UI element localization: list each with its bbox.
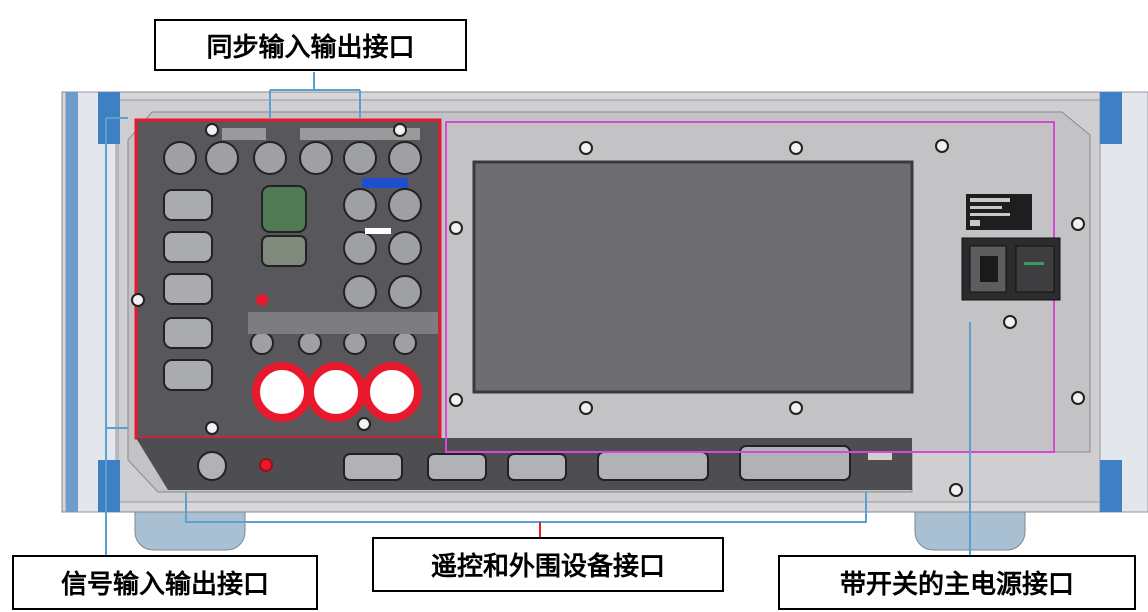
dsub-connectors-left [163, 189, 213, 391]
main-power-label: 带开关的主电源接口 [778, 555, 1136, 610]
display-screen [472, 160, 914, 394]
panel-screws [131, 123, 1085, 497]
signal-io-label: 信号输入输出接口 [12, 555, 318, 610]
right-rack-handle [1099, 91, 1148, 513]
dsub-connectors-mid [261, 185, 307, 267]
remote-peripheral-label: 遥控和外围设备接口 [372, 537, 724, 592]
leader-lines [105, 72, 971, 555]
power-switch-socket [961, 237, 1061, 301]
remote-connectors [197, 445, 851, 481]
sync-io-label: 同步输入输出接口 [154, 19, 467, 71]
large-red-connectors [252, 362, 422, 422]
bnc-connectors [163, 141, 422, 355]
left-rack-handle [65, 91, 120, 513]
